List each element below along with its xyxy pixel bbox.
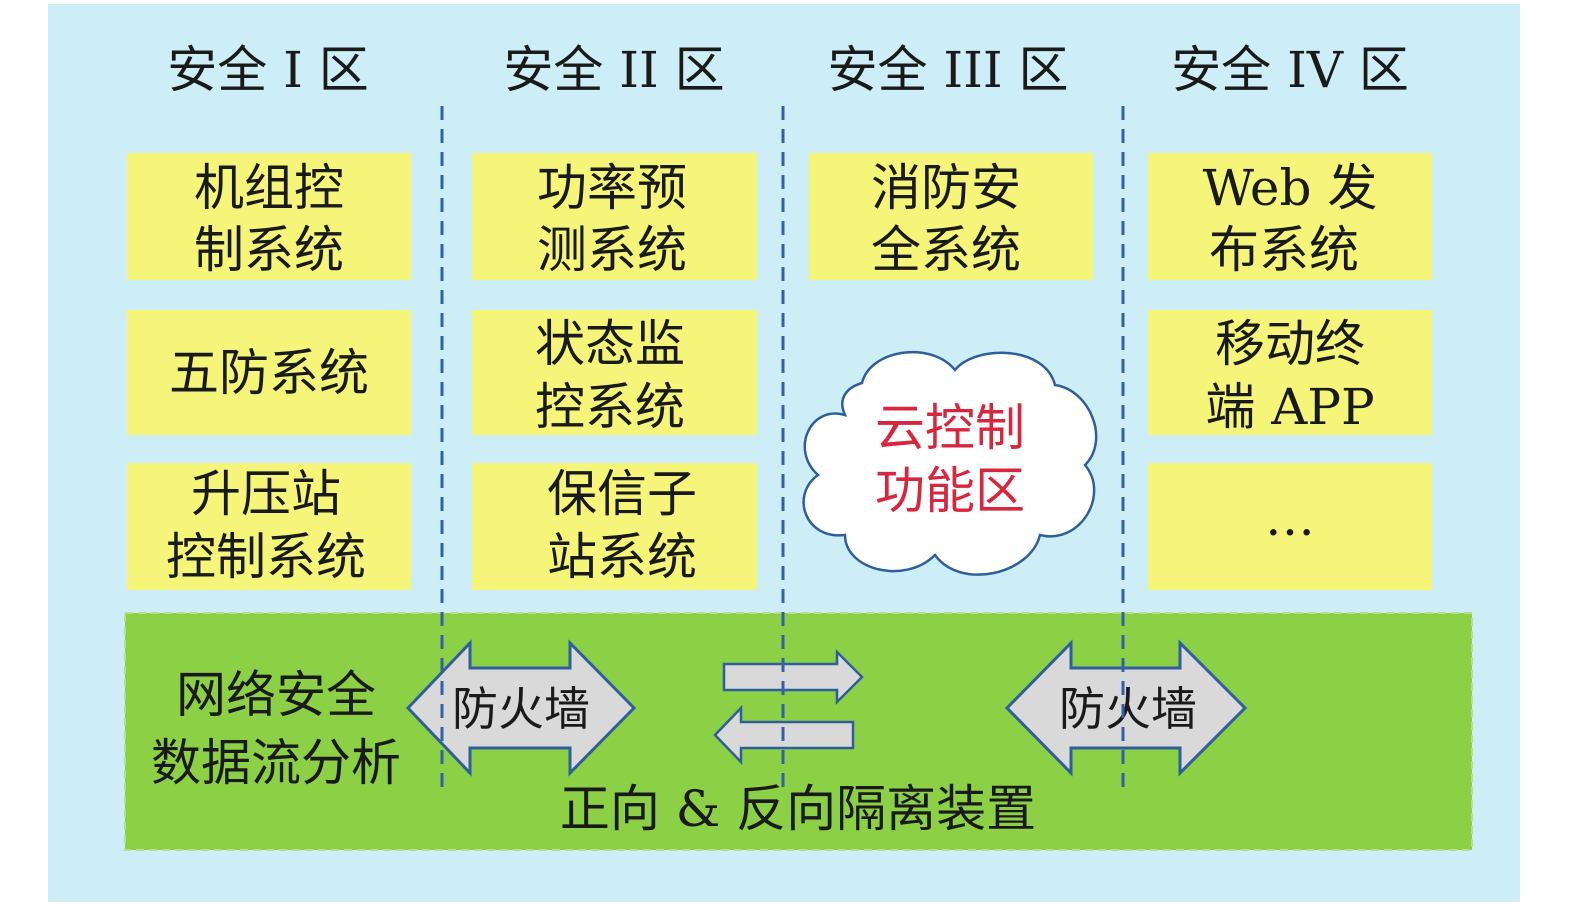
double-arrow-icon — [1004, 639, 1248, 777]
zone-title-3: 安全 III 区 — [827, 41, 1068, 99]
box-label-line1: 五防系统 — [169, 344, 369, 402]
firewall-left: 防火墙 — [405, 639, 637, 777]
box-label-line1: … — [1265, 489, 1315, 547]
firewall-right: 防火墙 — [1004, 639, 1248, 777]
box-power-forecast-system: 功率预 测系统 — [472, 153, 757, 280]
box-label-line2: 站系统 — [547, 528, 697, 586]
box-protection-substation-system: 保信子 站系统 — [472, 463, 757, 590]
box-five-prevention-system: 五防系统 — [127, 310, 411, 435]
box-mobile-terminal-app: 移动终 端 APP — [1148, 310, 1432, 436]
box-label-line1: 消防安 — [871, 159, 1021, 217]
box-booster-station-control-system: 升压站 控制系统 — [127, 463, 411, 590]
isolation-device-label: 正向 & 反向隔离装置 — [560, 780, 1036, 838]
box-label-line2: 控制系统 — [166, 528, 366, 586]
box-label-line1: Web 发 — [1203, 159, 1378, 217]
zone-title-1: 安全 I 区 — [167, 41, 369, 99]
cloud-label-line1: 云控制 — [875, 399, 1025, 457]
box-label-line2: 布系统 — [1209, 221, 1359, 279]
box-label-line1: 机组控 — [194, 159, 344, 217]
box-web-publish-system: Web 发 布系统 — [1148, 153, 1432, 280]
cloud-label-line2: 功能区 — [875, 462, 1025, 520]
network-analysis-label-line1: 网络安全 — [176, 666, 376, 724]
cloud-control-area: 云控制 功能区 — [802, 350, 1098, 576]
box-more-systems: … — [1148, 463, 1432, 590]
firewall-label: 防火墙 — [452, 682, 590, 736]
box-label-line2: 端 APP — [1205, 378, 1374, 436]
network-analysis-label-line2: 数据流分析 — [151, 734, 401, 792]
box-label-line2: 制系统 — [194, 221, 344, 279]
double-arrow-icon — [405, 639, 637, 777]
box-status-monitoring-system: 状态监 控系统 — [472, 310, 757, 436]
box-label-line1: 保信子 — [547, 465, 697, 523]
box-unit-control-system: 机组控 制系统 — [127, 153, 411, 280]
zone-title-2: 安全 II 区 — [503, 41, 724, 99]
box-label-line2: 测系统 — [537, 221, 687, 279]
box-label-line1: 升压站 — [191, 465, 341, 523]
box-label-line1: 状态监 — [535, 315, 685, 373]
zone-title-4: 安全 IV 区 — [1171, 41, 1409, 99]
cloud-icon — [802, 350, 1098, 576]
arrow-right-icon — [722, 648, 864, 706]
box-label-line1: 移动终 — [1215, 315, 1365, 373]
box-label-line2: 控系统 — [535, 378, 685, 436]
box-fire-safety-system: 消防安 全系统 — [809, 153, 1093, 280]
firewall-label: 防火墙 — [1059, 682, 1197, 736]
box-label-line1: 功率预 — [537, 159, 687, 217]
box-label-line2: 全系统 — [871, 221, 1021, 279]
